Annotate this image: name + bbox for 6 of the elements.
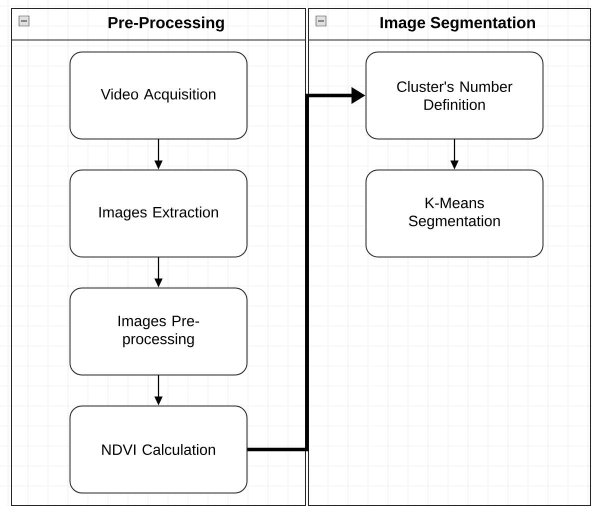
process-box: Video Acquisition <box>70 52 248 140</box>
process-box: K-Means Segmentation <box>366 170 544 258</box>
process-box: Images Extraction <box>70 170 248 258</box>
process-box: Cluster's Number Definition <box>366 52 544 140</box>
process-box: Images Pre-processing <box>70 288 248 376</box>
process-box: NDVI Calculation <box>70 406 248 494</box>
